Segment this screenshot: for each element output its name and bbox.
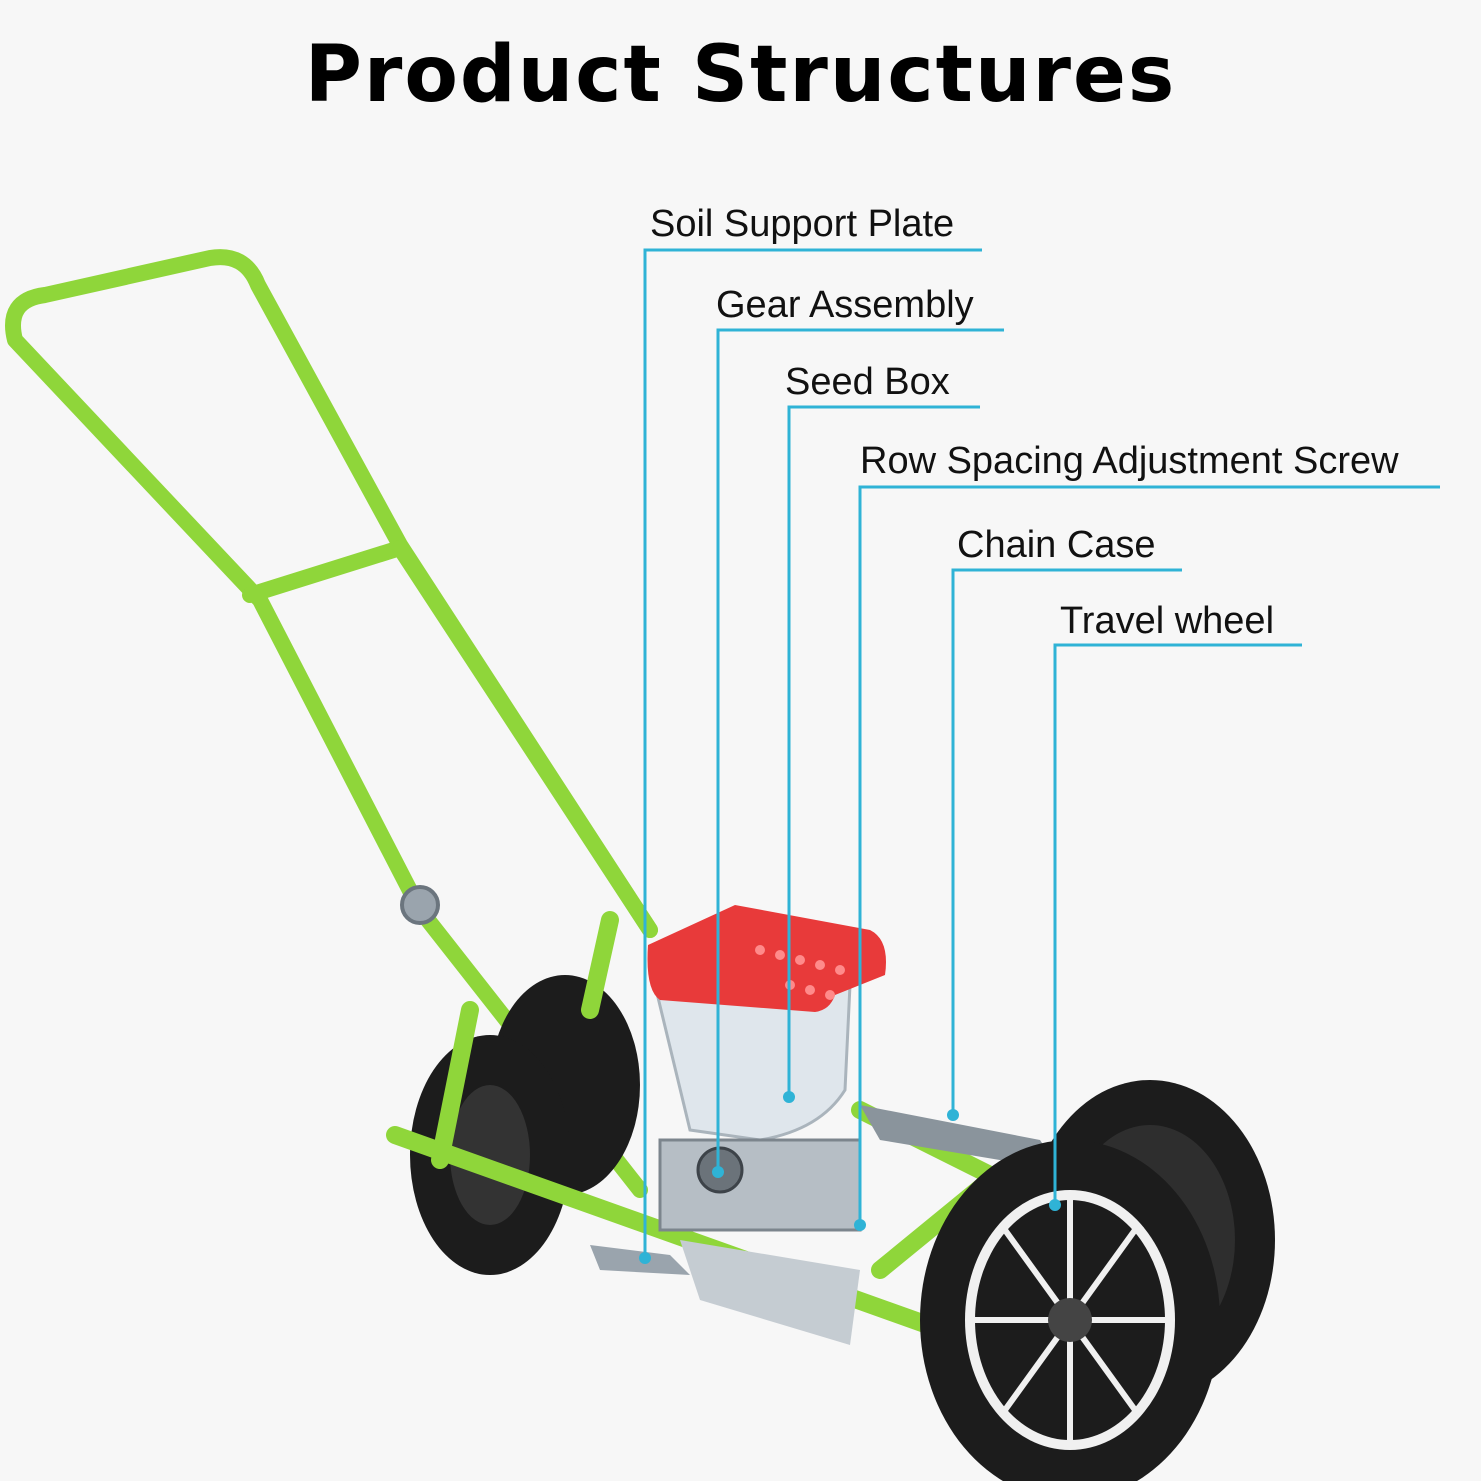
travel-wheels <box>920 1080 1275 1481</box>
page-title: Product Structures <box>304 30 1177 120</box>
furrow-opener <box>680 1240 860 1345</box>
label-soil-support-plate: Soil Support Plate <box>650 203 955 245</box>
chain-case <box>860 1105 1060 1170</box>
seed-box-lid <box>647 905 886 1012</box>
label-chain-case: Chain Case <box>957 524 1156 566</box>
gear-mechanism <box>658 1138 862 1232</box>
handle-gear <box>400 885 440 925</box>
label-row-spacing-screw: Row Spacing Adjustment Screw <box>860 440 1399 482</box>
label-gear-assembly: Gear Assembly <box>716 284 974 326</box>
leader-lines <box>643 248 1440 1258</box>
label-travel-wheel: Travel wheel <box>1060 600 1275 642</box>
label-seed-box: Seed Box <box>785 361 950 403</box>
